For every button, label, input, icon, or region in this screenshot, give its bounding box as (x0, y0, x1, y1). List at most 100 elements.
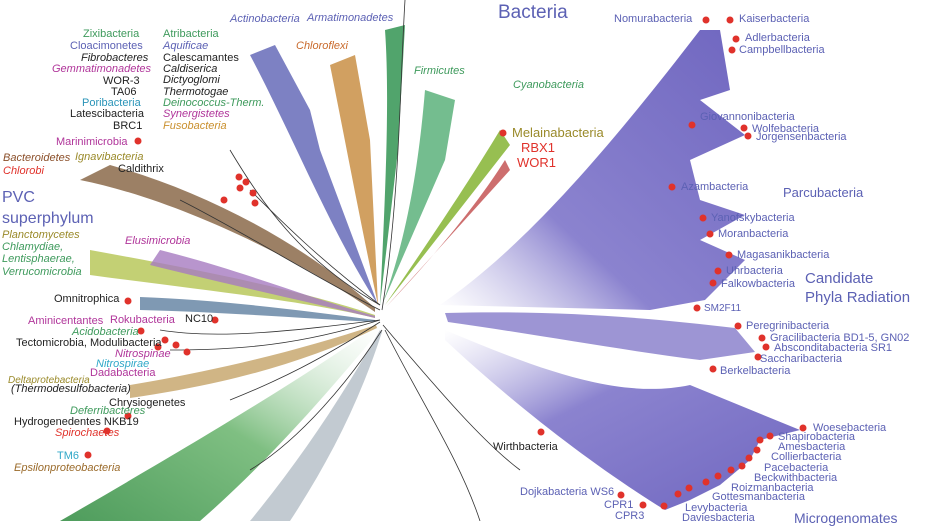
cyanobacteria-clade (385, 130, 510, 305)
bacteroidetes-clade (80, 165, 375, 312)
label-sm2f11: SM2F11 (704, 303, 742, 314)
label-deinococcus: Deinococcus-Therm. (163, 97, 265, 109)
label-wolfebacteria: Wolfebacteria (752, 123, 820, 135)
label-deferribacteres: Deferribacteres (70, 405, 146, 417)
melainabacteria-clade (386, 160, 510, 307)
label-campbellbacteria: Campbellbacteria (739, 44, 825, 56)
label-hydrogenedentes: Hydrogenedentes NKB19 (14, 416, 139, 428)
label-nomurabacteria: Nomurabacteria (614, 13, 693, 25)
label-tm6: TM6 (57, 450, 79, 462)
red-dots (84, 16, 807, 510)
label-tectomicrobia: Tectomicrobia, Modulibacteria (16, 337, 162, 349)
label-armatimonadetes: Armatimonadetes (307, 12, 394, 24)
label-dojkabacteria: Dojkabacteria WS6 (520, 486, 615, 498)
gracilibacteria-clade (445, 312, 755, 360)
label-beckwithbacteria: Beckwithbacteria (754, 472, 838, 484)
label-ignavibacteria: Ignavibacteria (75, 151, 144, 163)
label-rokubacteria: Rokubacteria (110, 314, 175, 326)
label-marinimicrobia: Marinimicrobia (56, 136, 128, 148)
label-acidobacteria: Acidobacteria (72, 326, 139, 338)
label-dadabacteria: Dadabacteria (90, 367, 156, 379)
label-chloroflexi: Chloroflexi (296, 40, 348, 52)
label-zixibacteria: Zixibacteria (83, 28, 140, 40)
label-aquificae: Aquificae (163, 40, 209, 52)
proteobacteria-clade (60, 325, 380, 521)
label-bacteroidetes: Bacteroidetes (3, 152, 71, 164)
label-ta06: TA06 (111, 86, 137, 98)
label-cloacimonetes: Cloacimonetes (70, 40, 143, 52)
label-kaiserbacteria: Kaiserbacteria (739, 13, 810, 25)
label-deltaproteobacteria: Deltaprotebacteria (8, 375, 90, 386)
label-wor3: WOR-3 (103, 75, 140, 87)
label-giovannonibacteria: Giovannonibacteria (700, 111, 795, 123)
label-yanofskybacteria: Yanofskybacteria (711, 212, 795, 224)
label-cpr1: CPR1 (604, 499, 634, 511)
label-berkelbacteria: Berkelbacteria (720, 365, 791, 377)
label-aminicentantes: Aminicentantes (28, 315, 104, 327)
label-nc10: NC10 (185, 313, 214, 325)
label-gottesmanbacteria: Gottesmanbacteria (712, 491, 805, 503)
label-caldithrix: Caldithrix (118, 163, 164, 175)
label-cyanobacteria: Cyanobacteria (513, 79, 584, 91)
label-microgenomates: Microgenomates (794, 510, 898, 526)
label-wirthbacteria: Wirthbacteria (493, 441, 558, 453)
label-jorgensenbacteria: Jorgensenbacteria (756, 131, 847, 143)
label-firmicutes: Firmicutes (414, 65, 465, 77)
label-peregrinibacteria: Peregrinibacteria (746, 320, 830, 332)
label-pacebacteria: Pacebacteria (764, 462, 829, 474)
parcubacteria-clade (440, 30, 745, 310)
label-wor1: WOR1 (517, 155, 556, 170)
label-verrucomicrobia: Verrucomicrobia (2, 266, 82, 278)
actinobacteria-clade (250, 45, 378, 305)
label-nitrospirae: Nitrospirae (96, 358, 150, 370)
label-amesbacteria: Amesbacteria (778, 441, 846, 453)
label-azambacteria: Azambacteria (681, 181, 749, 193)
label-uhrbacteria: Uhrbacteria (726, 265, 783, 277)
label-gemmatimonadetes: Gemmatimonadetes (52, 63, 152, 75)
label-roizmanbacteria: Roizmanbacteria (731, 482, 814, 494)
label-dictyoglomi: Dictyoglomi (163, 74, 220, 86)
elusimicrobia-clade (150, 250, 375, 318)
label-levybacteria: Levybacteria (685, 502, 748, 514)
label-melainabacteria: Melainabacteria (512, 125, 604, 140)
label-chlamydiae: Chlamydiae, (2, 241, 64, 253)
label-pvc-line2: superphylum (2, 210, 94, 227)
label-parcubacteria: Parcubacteria (783, 185, 864, 200)
deltaproteobacteria-clade (130, 325, 377, 398)
firmicutes-clade (382, 90, 455, 305)
label-spirochaetes: Spirochaetes (55, 427, 120, 439)
label-omnitrophica: Omnitrophica (54, 293, 120, 305)
label-moranbacteria: Moranbacteria (718, 228, 789, 240)
tree-branches (159, 0, 521, 521)
label-rbx1: RBX1 (521, 140, 555, 155)
label-pvc-line1: PVC (2, 189, 35, 206)
label-brc1: BRC1 (113, 120, 143, 132)
label-fusobacteria: Fusobacteria (163, 120, 227, 132)
label-thermodesulfo: (Thermodesulfobacteria) (11, 383, 131, 395)
label-chrysiogenetes: Chrysiogenetes (109, 397, 186, 409)
label-collierbacteria: Collierbacteria (771, 451, 842, 463)
label-chlorobi: Chlorobi (3, 165, 44, 177)
label-falkowbacteria: Falkowbacteria (721, 278, 795, 290)
label-adlerbacteria: Adlerbacteria (745, 32, 810, 44)
label-actinobacteria: Actinobacteria (230, 13, 300, 25)
label-fibrobacteres: Fibrobacteres (81, 52, 149, 64)
label-bacteria: Bacteria (498, 2, 568, 23)
label-calescamantes: Calescamantes (163, 52, 239, 64)
label-nitrospinae: Nitrospinae (115, 348, 171, 360)
armatimonadetes-clade (380, 25, 405, 305)
label-saccharibacteria: Saccharibacteria (760, 353, 842, 365)
label-thermotogae: Thermotogae (163, 86, 229, 98)
omnitrophica-clade (140, 297, 375, 322)
label-woesebacteria: Woesebacteria (813, 422, 887, 434)
label-elusimicrobia: Elusimicrobia (125, 235, 191, 247)
label-shapirobacteria: Shapirobacteria (778, 431, 856, 443)
label-lentisphaerae: Lentisphaerae, (2, 253, 75, 265)
label-caldiserica: Caldiserica (163, 63, 218, 75)
microgenomates-clade (445, 330, 800, 510)
label-absconditabacteria: Absconditabacteria SR1 (774, 342, 893, 354)
label-cpr-line2: Phyla Radiation (805, 289, 911, 306)
label-poribacteria: Poribacteria (82, 97, 141, 109)
label-synergistetes: Synergistetes (163, 108, 230, 120)
